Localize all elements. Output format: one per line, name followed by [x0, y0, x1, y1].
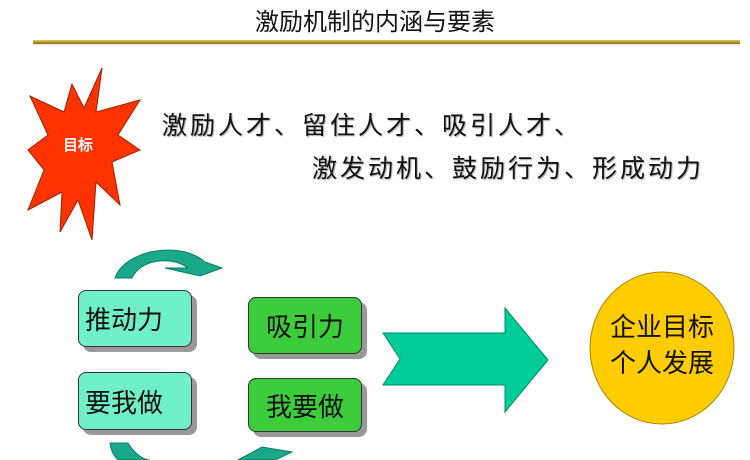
- box-want-me: 要我做: [78, 372, 192, 430]
- goal-line-2: 激发动机、鼓励行为、形成动力: [312, 154, 705, 183]
- outcome-line-2: 个人发展: [609, 349, 714, 379]
- box-i-want: 我要做: [248, 378, 362, 432]
- slide-title: 激励机制的内涵与要素: [255, 8, 495, 36]
- outcome-text: 企业目标 个人发展: [589, 310, 735, 382]
- title-divider: [33, 40, 740, 44]
- outcome-line-1: 企业目标: [609, 313, 714, 343]
- starburst-icon: [27, 67, 142, 241]
- box-push-force: 推动力: [78, 290, 192, 347]
- cycle-arrow-bottom: [109, 442, 294, 460]
- outcome-circle: [589, 271, 735, 425]
- title-divider-shadow: [33, 44, 740, 46]
- box-pull-force: 吸引力: [248, 297, 362, 354]
- goal-badge-label: 目标: [62, 136, 93, 154]
- big-right-arrow: [382, 306, 549, 414]
- goal-line-1: 激励人才、留住人才、吸引人才、: [162, 111, 583, 140]
- cycle-arrow-top: [114, 249, 224, 279]
